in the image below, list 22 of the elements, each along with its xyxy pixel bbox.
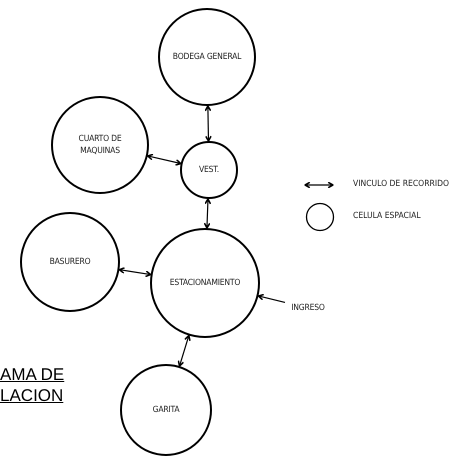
- node-label: BASURERO: [50, 256, 90, 268]
- legend-label: VINCULO DE RECORRIDO: [353, 179, 449, 189]
- circle-node: [20, 212, 120, 312]
- circle-node: [51, 96, 149, 194]
- arrow: [204, 198, 212, 229]
- node-label: BODEGA GENERAL: [172, 50, 242, 64]
- arrow: [178, 334, 191, 367]
- node-label: CUARTO DE MAQUINAS: [78, 132, 122, 158]
- arrow: [146, 154, 182, 166]
- node-label: VEST.: [198, 164, 219, 176]
- circle-node: [158, 8, 256, 106]
- diagram-title: AMA DE LACION: [0, 364, 66, 406]
- node-label: ESTACIONAMIENTO: [170, 276, 240, 290]
- node-label: GARITA: [152, 404, 180, 416]
- legend-label: CELULA ESPACIAL: [353, 211, 421, 221]
- arrow: [118, 266, 152, 278]
- circle-node: [120, 364, 212, 456]
- entry-label: INGRESO: [291, 302, 325, 314]
- circle-node: [150, 228, 260, 338]
- circle-node: [180, 141, 238, 199]
- arrow: [258, 294, 286, 303]
- arrow: [204, 105, 212, 142]
